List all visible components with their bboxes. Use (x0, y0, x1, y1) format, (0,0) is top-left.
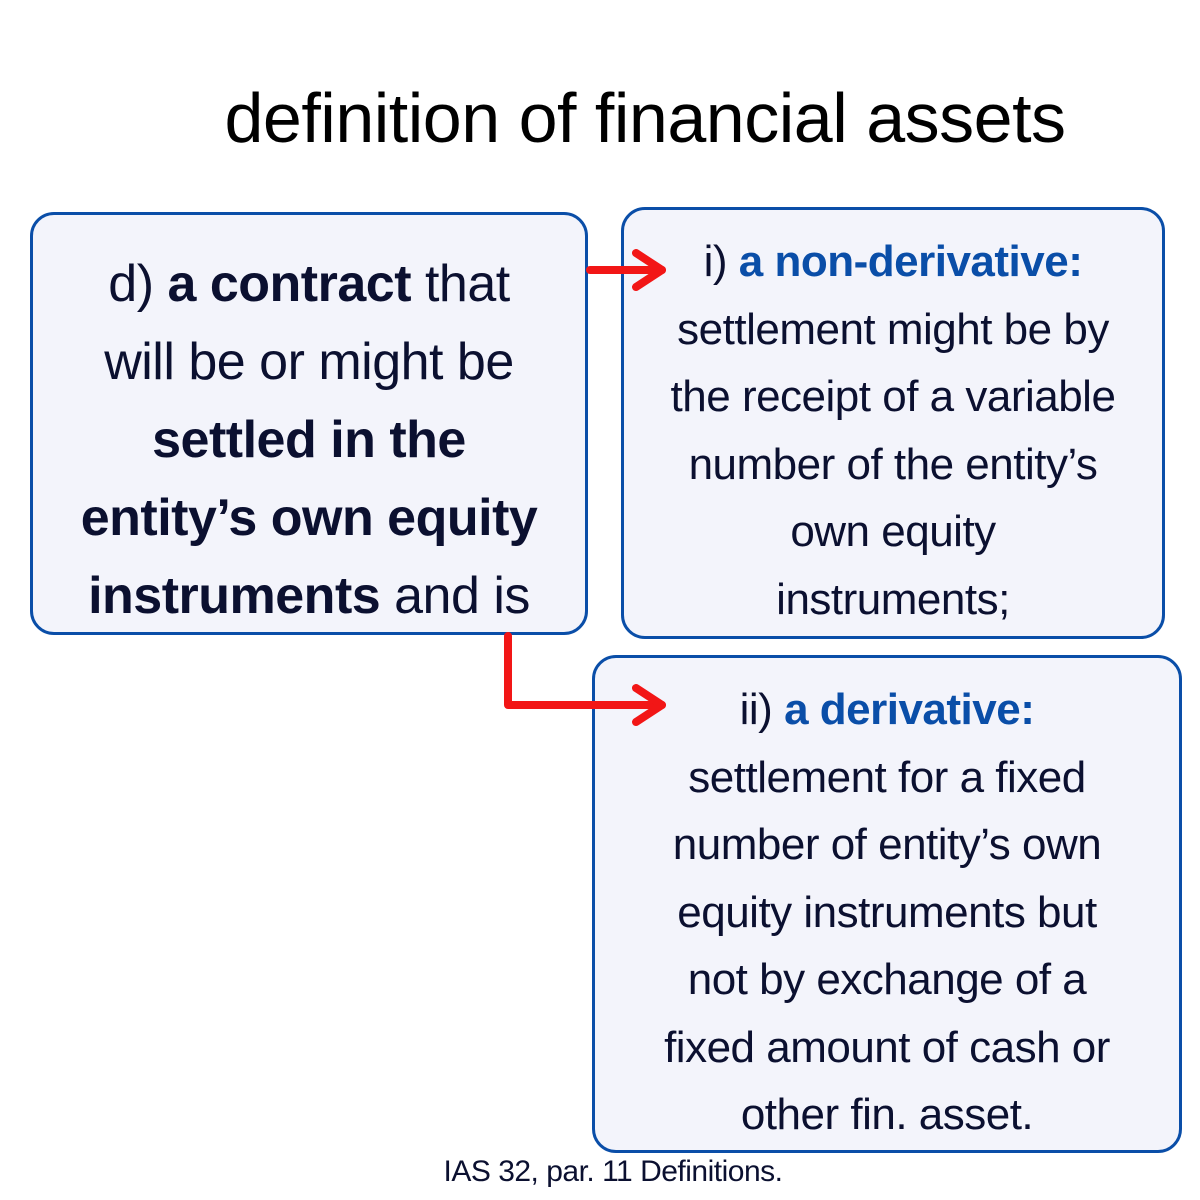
box-i-line: number of the entity’s (688, 439, 1098, 489)
box-i-line: the receipt of a variable (670, 372, 1116, 421)
contract-definition-box: d) a contract that will be or might be s… (30, 212, 588, 635)
source-citation: IAS 32, par. 11 Definitions. (443, 1155, 783, 1188)
page-title: definition of financial assets (224, 79, 1066, 157)
box-ii-line: equity instruments but (677, 887, 1097, 937)
box-d-line-4: entity’s own equity (80, 489, 538, 547)
box-d-line-5: instruments and is (88, 567, 530, 625)
box-d-line-2: will be or might be (104, 333, 514, 391)
box-ii-line: settlement for a fixed (688, 752, 1086, 802)
box-ii-line: other fin. asset. (740, 1090, 1034, 1139)
derivative-box: ii) a derivative: settlement for a fixed… (592, 655, 1182, 1153)
box-i-line: settlement might be by (677, 304, 1109, 354)
box-ii-line: number of entity’s own (672, 820, 1102, 869)
box-i-line: instruments; (776, 574, 1010, 624)
box-i-heading: i) a non-derivative: (703, 237, 1083, 286)
box-ii-line: fixed amount of cash or (664, 1022, 1110, 1072)
box-ii-line: not by exchange of a (687, 955, 1087, 1004)
box-ii-heading: ii) a derivative: (739, 685, 1035, 734)
non-derivative-box: i) a non-derivative: settlement might be… (621, 207, 1165, 639)
box-d-line-3: settled in the (152, 411, 466, 469)
box-i-line: own equity (790, 507, 996, 556)
box-d-line-1: d) a contract that (108, 255, 510, 313)
